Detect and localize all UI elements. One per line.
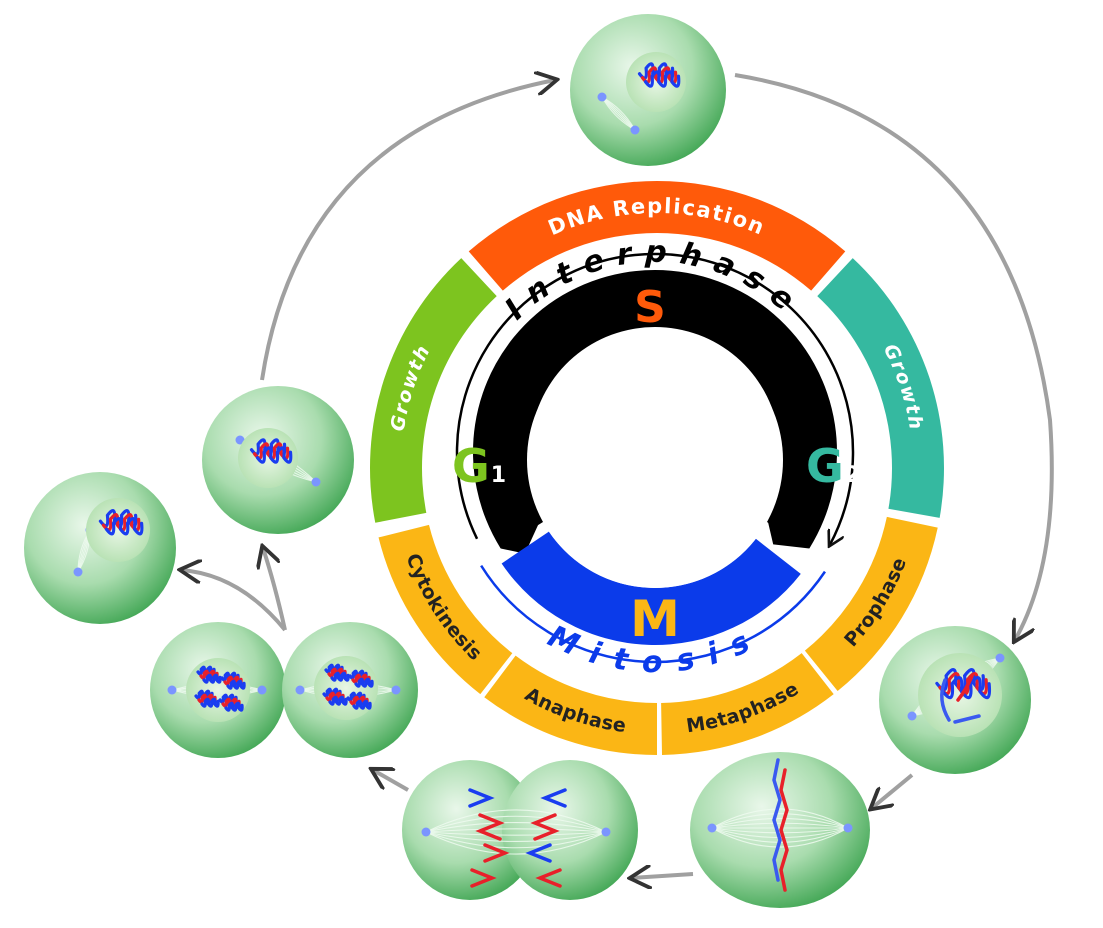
arrow-cytokinesis-to-cell-b	[182, 570, 287, 632]
arrow-prophase-to-metaphase	[872, 773, 914, 808]
anaphase-segment	[484, 655, 657, 755]
cell-illustrations	[24, 14, 1031, 908]
g1-label-subscript: 1	[491, 463, 506, 488]
arrow-g1-to-s	[260, 80, 555, 381]
cycle-ring	[369, 180, 944, 755]
mitosis-blue-arc	[501, 531, 801, 646]
anaphase-cell	[402, 760, 638, 900]
prophase-segment	[804, 516, 938, 692]
growth-right-segment	[817, 258, 944, 518]
s-phase-cell	[570, 14, 726, 166]
g1-label-letter: G	[452, 439, 490, 493]
arrow-s-to-prophase	[734, 73, 1054, 640]
interphase-guide-line	[455, 252, 855, 545]
prophase-cell	[879, 626, 1031, 774]
dna-replication-segment	[468, 180, 846, 291]
g2-label-letter: G	[806, 439, 844, 493]
daughter-cell	[24, 472, 176, 624]
cytokinesis-cell	[150, 622, 418, 758]
g2-label-subscript: 2	[845, 463, 860, 488]
transition-arrows	[182, 73, 1054, 878]
g1-arrow-notch	[500, 510, 545, 554]
g1-cell	[202, 386, 354, 534]
arrow-anaphase-to-telophase	[373, 770, 409, 792]
arrow-metaphase-to-anaphase	[632, 874, 694, 878]
cytokinesis-segment	[378, 524, 513, 695]
arrow-cytokinesis-to-cell-a	[263, 548, 287, 631]
g1-label: G1	[452, 439, 506, 493]
metaphase-cell	[690, 752, 870, 908]
growth-left-segment	[369, 258, 497, 523]
metaphase-segment	[661, 653, 834, 755]
g2-label: G2	[806, 439, 860, 493]
interphase-black-arc	[473, 269, 838, 549]
mitosis-guide-line	[480, 564, 826, 664]
center-white-circle	[527, 332, 783, 588]
g2-arrow-notch	[765, 510, 810, 549]
m-phase-letter: M	[630, 590, 680, 648]
s-phase-letter: S	[634, 282, 666, 333]
